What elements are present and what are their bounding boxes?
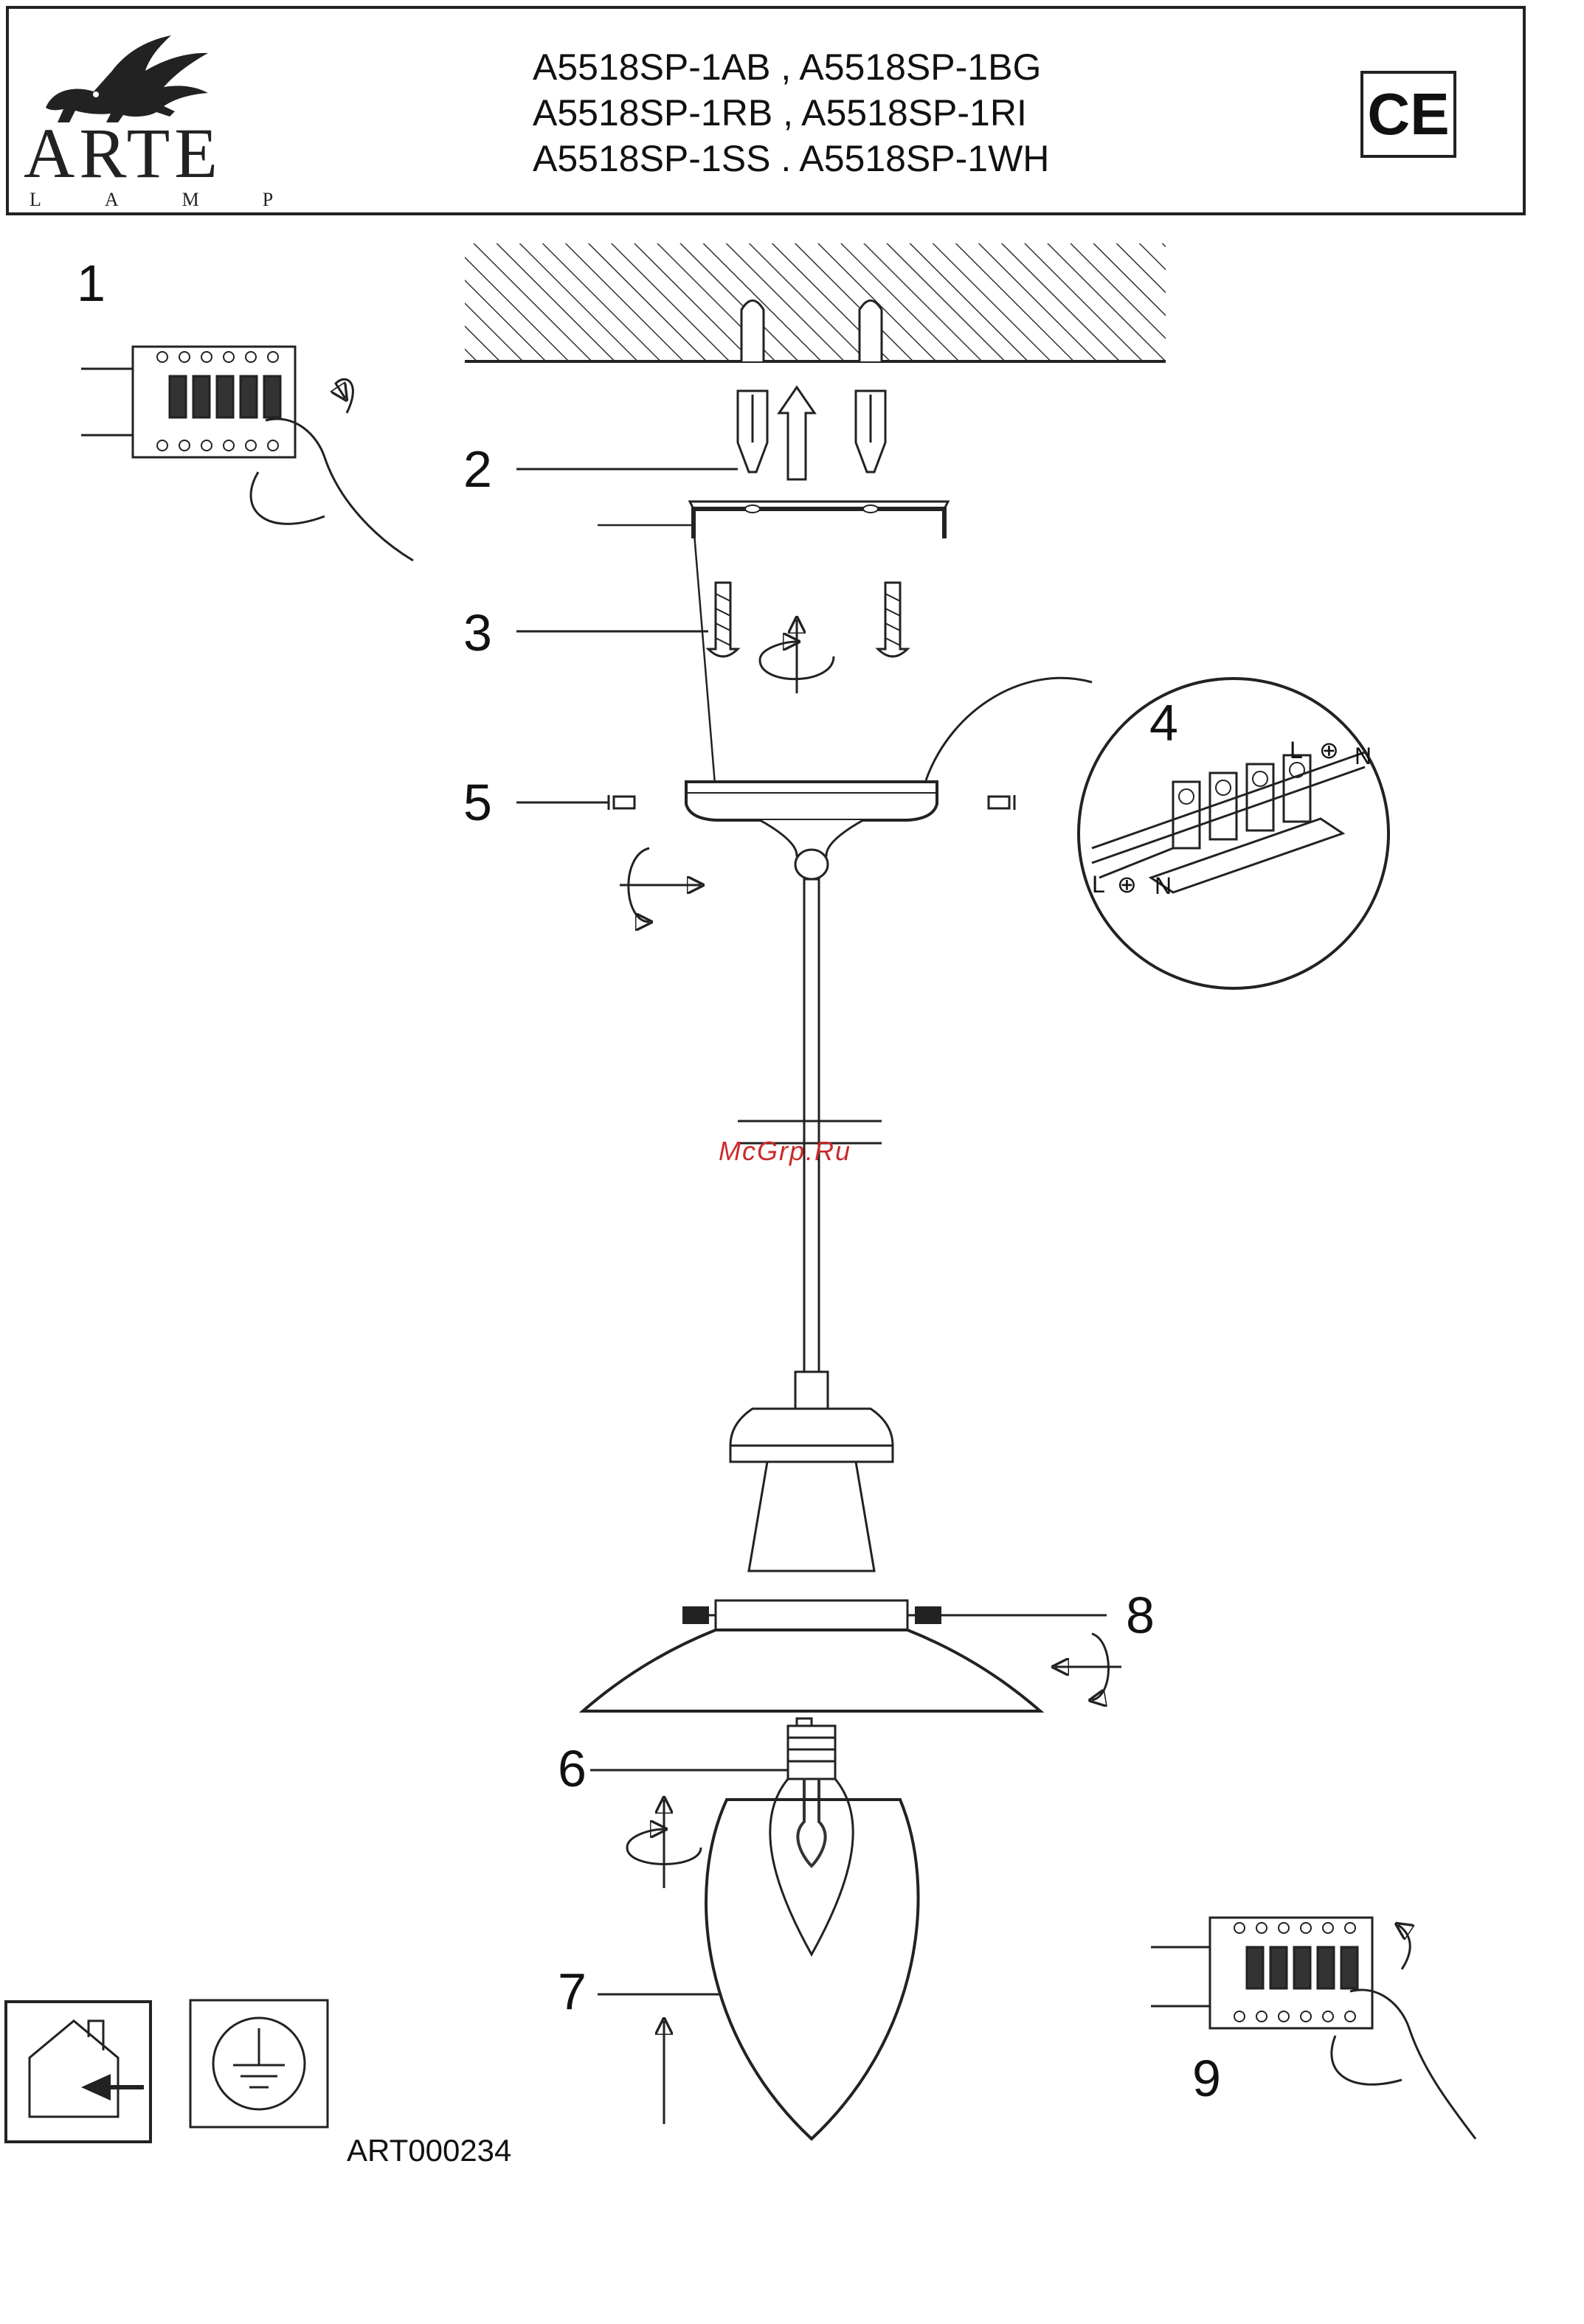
wall-plug-icon [738, 391, 767, 472]
step-number-1: 1 [77, 254, 106, 313]
terminal-label-earth-bottom: ⊕ [1117, 870, 1137, 898]
indoor-use-icon [6, 2002, 151, 2142]
terminal-label-n-bottom: N [1155, 873, 1172, 899]
switch-off-breaker-icon [81, 347, 413, 561]
rotate-arrow-icon [760, 620, 834, 693]
suspension-cable [738, 879, 882, 1373]
side-screw-icon [609, 795, 634, 810]
ground-earth-icon [190, 2000, 328, 2127]
rotate-arrow-icon [627, 1800, 701, 1888]
terminal-label-l-bottom: L [1092, 871, 1105, 898]
lamp-shade [583, 1630, 1040, 1711]
rotate-arrow-icon [1055, 1634, 1121, 1700]
step-number-9: 9 [1192, 2049, 1221, 2108]
step-number-3: 3 [463, 603, 492, 662]
wall-plug-icon [856, 391, 885, 472]
step-number-2: 2 [463, 440, 492, 499]
light-bulb-icon [770, 1718, 853, 1954]
side-screw-icon [989, 795, 1014, 810]
rotate-arrow-icon [620, 848, 701, 922]
terminal-label-l-top: L [1290, 737, 1303, 763]
step-number-8: 8 [1126, 1586, 1155, 1645]
step-number-6: 6 [558, 1739, 587, 1798]
watermark-text: McGrp.Ru [719, 1136, 851, 1167]
screw-icon [708, 583, 738, 656]
ceiling [465, 243, 1166, 361]
article-code: ART000234 [347, 2133, 511, 2168]
screw-icon [878, 583, 907, 656]
lamp-holder [682, 1372, 941, 1630]
insert-up-arrow-icon [779, 387, 815, 479]
step-number-5: 5 [463, 773, 492, 832]
mounting-bracket [690, 502, 948, 538]
terminal-label-n-top: N [1355, 743, 1372, 769]
terminal-label-earth-top: ⊕ [1319, 736, 1339, 764]
step-number-7: 7 [558, 1962, 587, 2021]
ceiling-canopy [686, 782, 937, 879]
step-number-4: 4 [1149, 693, 1178, 752]
